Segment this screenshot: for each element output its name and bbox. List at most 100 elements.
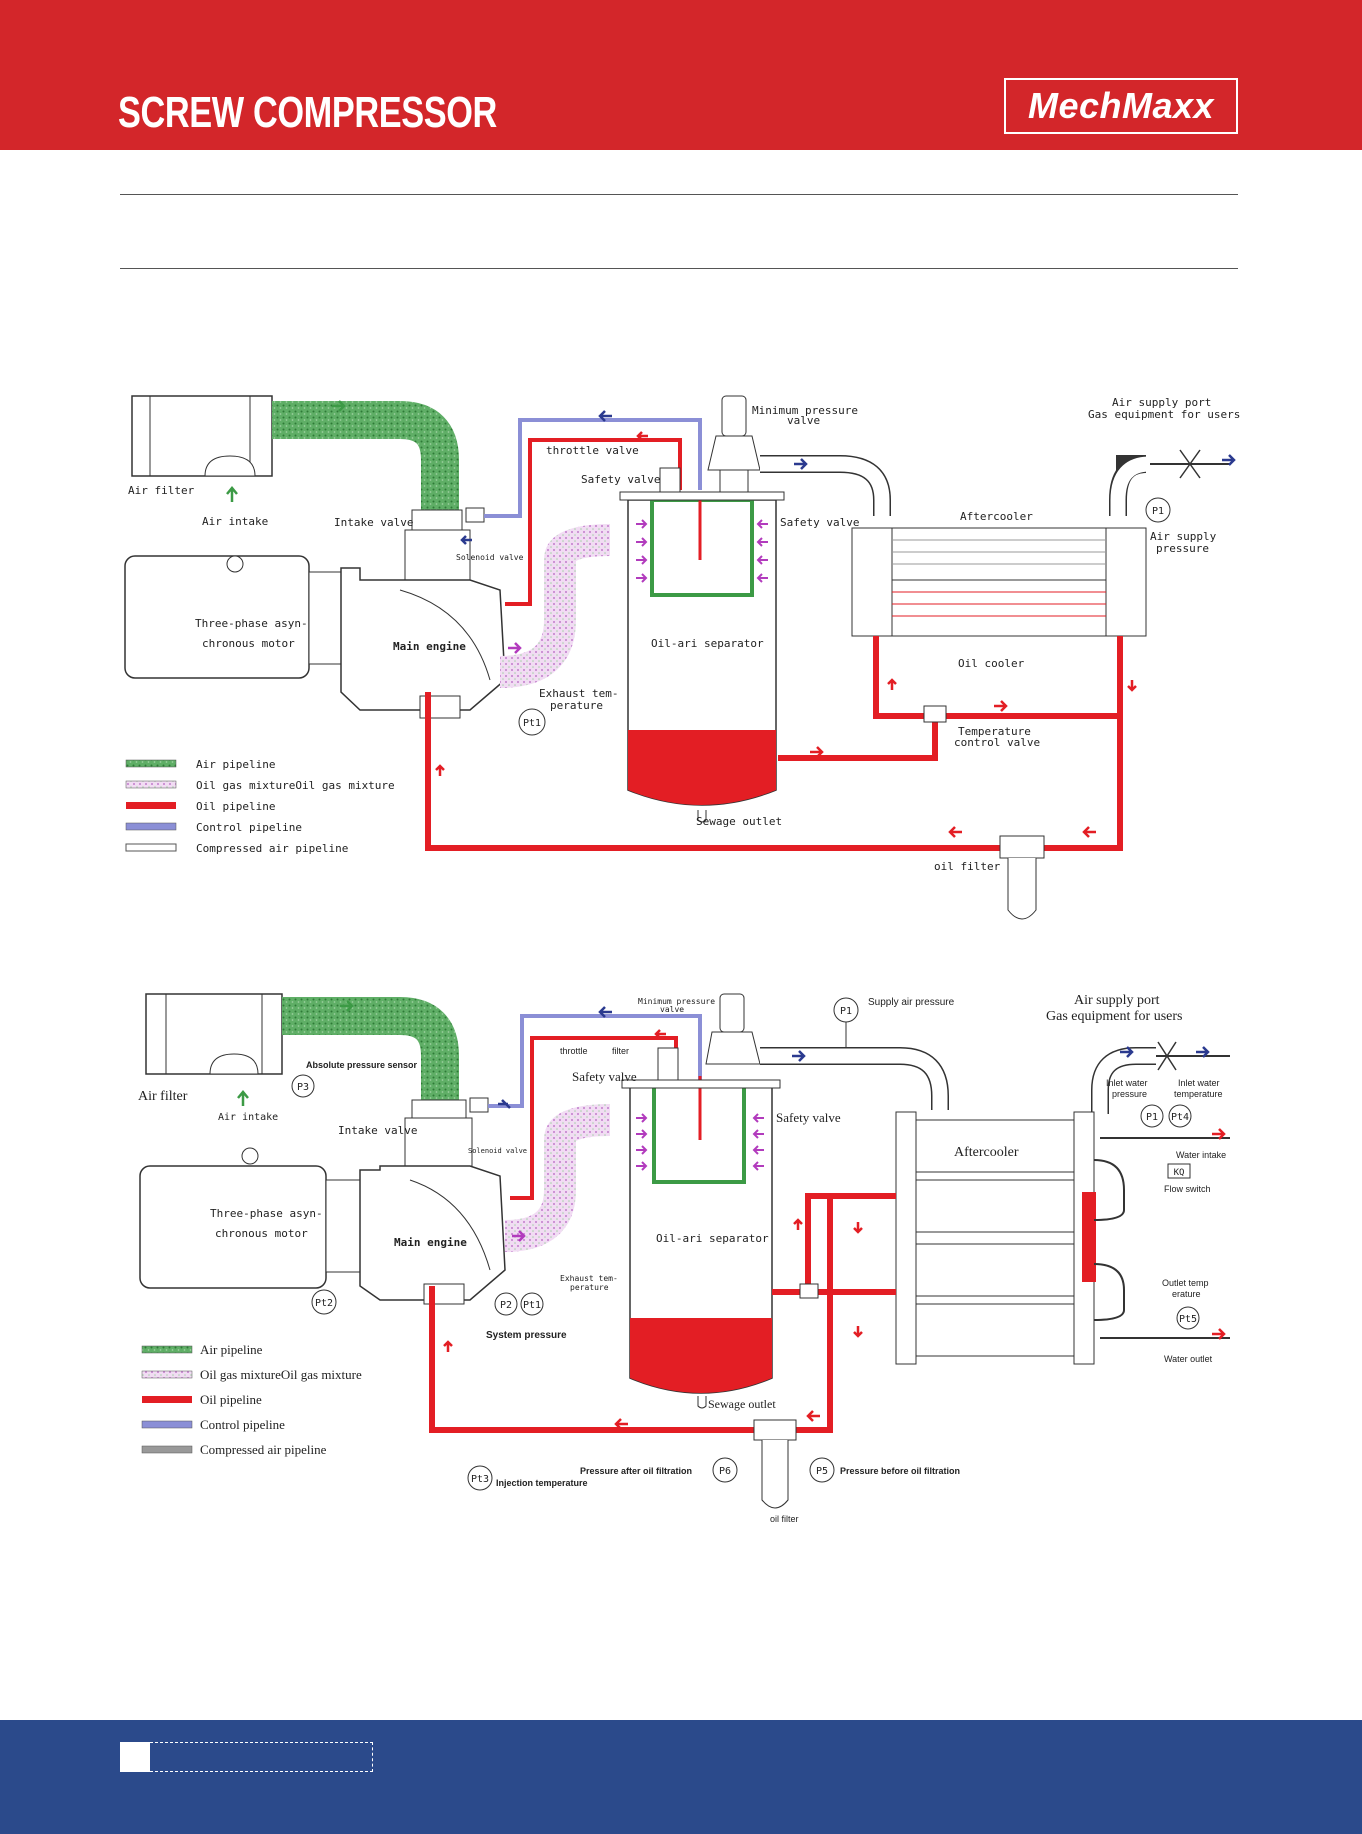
oil-air-separator	[621, 1076, 781, 1409]
d2-p6-label: P6	[719, 1466, 731, 1477]
d1-legend-item-0: Air pipeline	[196, 758, 275, 771]
d1-exhaust-label-2: perature	[550, 699, 603, 712]
d2-legend-item-2: Oil pipeline	[200, 1392, 262, 1407]
d2-sewage-outlet-label: Sewage outlet	[708, 1397, 776, 1411]
bottom-rule	[120, 268, 1238, 269]
d2-oil-to-cooler	[772, 1193, 896, 1295]
d2-intake-valve-label: Intake valve	[338, 1124, 417, 1137]
pt1-gauge-icon	[518, 708, 546, 736]
d1-min-pressure-label-1: Minimum pressure	[752, 404, 858, 417]
motor	[124, 555, 342, 679]
d1-legend: Air pipeline Oil gas mixtureOil gas mixt…	[125, 758, 395, 855]
blue-arrow-icon	[598, 410, 612, 422]
d2-inlet-water-pressure-1: Inlet water	[1106, 1078, 1148, 1088]
d2-gas-equipment-label: Gas equipment for users	[1046, 1009, 1182, 1024]
d1-safety-valve-top-label: Safety valve	[581, 473, 660, 486]
d2-abs-pressure-label: Absolute pressure sensor	[306, 1060, 418, 1070]
d2-filter-label: filter	[612, 1046, 629, 1056]
d2-supply-air-pressure-label: Supply air pressure	[868, 997, 955, 1008]
d1-sewage-outlet-label: Sewage outlet	[696, 815, 782, 828]
d2-p1-right-label: P1	[1146, 1112, 1158, 1123]
d2-water-intake-label: Water intake	[1176, 1150, 1226, 1160]
d2-pressure-before-label: Pressure before oil filtration	[840, 1466, 960, 1476]
oil-filter	[753, 1419, 797, 1509]
d1-oil-cooler-loop	[873, 636, 1123, 719]
air-filter	[145, 993, 283, 1075]
d2-motor-label-1: Three-phase asyn-	[210, 1207, 323, 1220]
green-arrow-icon	[332, 400, 346, 412]
d2-compressed-air-pipeline	[760, 1048, 948, 1110]
d1-oil-return-line	[425, 692, 1123, 851]
d1-legend-item-4: Compressed air pipeline	[196, 842, 348, 855]
top-rule	[120, 194, 1238, 195]
d2-pressure-after-label: Pressure after oil filtration	[580, 1466, 692, 1476]
d2-pt5-label: Pt5	[1179, 1314, 1197, 1325]
diagram-2: Air filter Air intake Absolute pressure …	[138, 993, 1230, 1524]
d2-min-pressure-label-2: valve	[660, 1005, 684, 1014]
aftercooler-oil-cooler	[851, 527, 1147, 637]
d2-legend-item-3: Control pipeline	[200, 1417, 285, 1432]
d2-legend-item-1: Oil gas mixtureOil gas mixture	[200, 1367, 362, 1382]
d2-air-intake-label: Air intake	[218, 1112, 278, 1123]
d2-air-filter-label: Air filter	[138, 1089, 188, 1104]
minimum-pressure-valve	[707, 395, 761, 493]
d2-air-pipeline	[282, 997, 459, 1100]
d1-throttle-valve-label: throttle valve	[546, 444, 639, 457]
d2-min-pressure-label-1: Minimum pressure	[638, 997, 715, 1006]
d1-temp-valve-label-2: control valve	[954, 736, 1040, 749]
d2-oil-filter-label: oil filter	[770, 1514, 799, 1524]
aftercooler-bank	[895, 1111, 1096, 1365]
d2-p3-label: P3	[297, 1082, 309, 1093]
d2-separator-label: Oil-ari separator	[656, 1232, 769, 1245]
d2-inlet-water-temp-2: temperature	[1174, 1089, 1223, 1099]
d1-separator-label: Oil-ari separator	[651, 637, 764, 650]
d2-oil-gas-pipeline	[504, 1104, 611, 1252]
minimum-pressure-valve	[657, 993, 761, 1081]
d1-motor-label-2: chronous motor	[202, 637, 295, 650]
d2-pt4-label: Pt4	[1171, 1112, 1189, 1123]
d2-solenoid-valve-label: Solenoid valve	[468, 1147, 527, 1155]
page-number-box	[120, 1742, 150, 1772]
d2-throttle-label: throttle	[560, 1046, 588, 1056]
d2-oil-return-line	[429, 1196, 833, 1433]
d2-pt1-label: Pt1	[523, 1300, 541, 1311]
d2-pt3-label: Pt3	[471, 1474, 489, 1485]
d2-legend-item-4: Compressed air pipeline	[200, 1442, 327, 1457]
d1-exhaust-label-1: Exhaust tem-	[539, 687, 618, 700]
d2-inlet-water-temp-1: Inlet water	[1178, 1078, 1220, 1088]
d2-motor-label-2: chronous motor	[215, 1227, 308, 1240]
air-filter	[131, 395, 273, 477]
temperature-control-valve	[923, 705, 947, 723]
d1-air-supply-pressure-2: pressure	[1156, 542, 1209, 555]
d1-legend-item-2: Oil pipeline	[196, 800, 275, 813]
d1-min-pressure-label-2: valve	[787, 414, 820, 427]
d1-oil-filter-label: oil filter	[934, 860, 1001, 873]
d1-oil-cooler-label: Oil cooler	[958, 657, 1025, 670]
d1-compressed-air-pipeline	[760, 456, 890, 516]
footer-banner	[0, 1720, 1362, 1834]
d1-safety-valve-right-label: Safety valve	[780, 516, 859, 529]
d2-main-engine-label: Main engine	[394, 1236, 467, 1249]
d1-air-supply-pressure-1: Air supply	[1150, 530, 1217, 543]
intake-valve	[404, 507, 485, 581]
diagram-1: Air filter Air intake Intake valve Solen…	[124, 395, 1240, 920]
d2-control-pipeline	[488, 1014, 702, 1108]
d1-gas-equipment-label: Gas equipment for users	[1088, 408, 1240, 421]
d1-air-filter-label: Air filter	[128, 484, 195, 497]
d2-flow-switch-label: Flow switch	[1164, 1184, 1211, 1194]
d1-main-engine-label: Main engine	[393, 640, 466, 653]
safety-valve-icon	[659, 467, 681, 493]
d2-air-supply-port-label: Air supply port	[1074, 993, 1160, 1008]
d1-air-pipeline	[272, 401, 459, 510]
d2-outlet-temp-1: Outlet temp	[1162, 1278, 1209, 1288]
d1-legend-item-3: Control pipeline	[196, 821, 302, 834]
p1-gauge-icon	[1145, 497, 1171, 523]
d2-exhaust-label-2: perature	[570, 1283, 609, 1292]
purple-arrow-icons	[636, 1113, 764, 1171]
d2-safety-valve-top-label: Safety valve	[572, 1069, 637, 1084]
d2-legend: Air pipeline Oil gas mixtureOil gas mixt…	[141, 1342, 362, 1457]
d1-oil-gas-pipeline	[499, 524, 611, 688]
d2-injection-temp-label: Injection temperature	[496, 1478, 588, 1488]
d2-inlet-water-pressure-2: pressure	[1112, 1089, 1147, 1099]
purple-arrow-icons	[636, 519, 768, 583]
